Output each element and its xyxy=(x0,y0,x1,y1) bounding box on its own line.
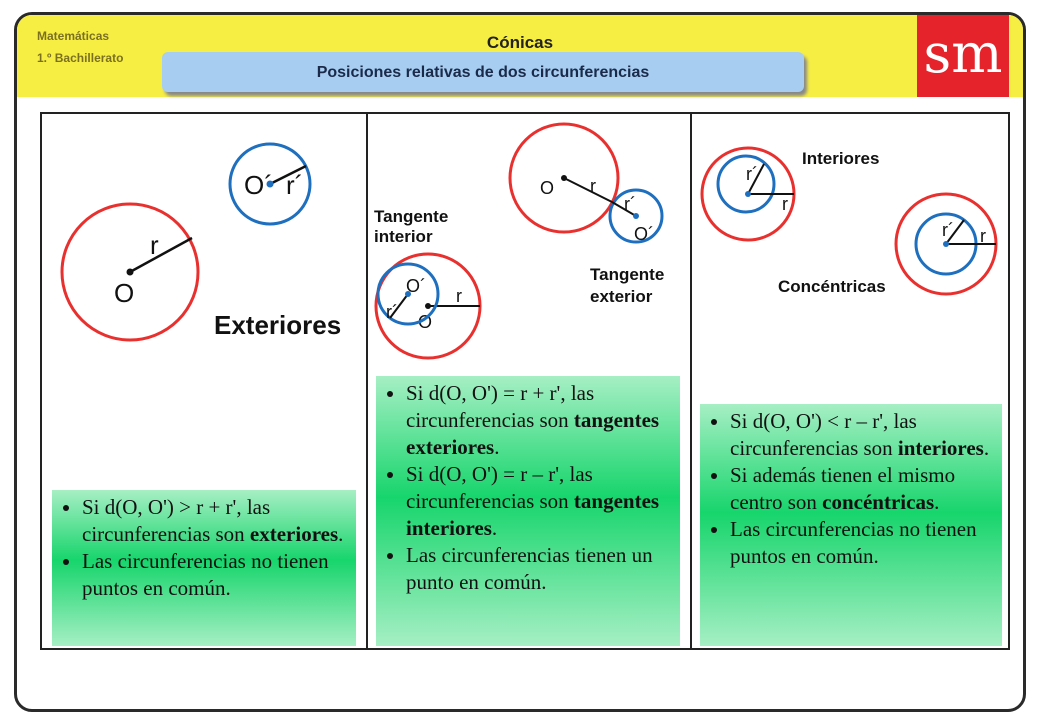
note-interiores: Si d(O, O') < r – r', las circunferencia… xyxy=(700,404,1002,646)
diagram-exteriores: O r O´ r´ Exteriores xyxy=(60,142,341,342)
radius-r-ext xyxy=(563,177,613,203)
subject-line2: 1.º Bachillerato xyxy=(37,51,124,65)
heading-tangente-interior-2: interior xyxy=(374,227,433,246)
circle-O-ext xyxy=(508,122,620,234)
label-r-interior: r xyxy=(782,194,788,214)
label-O2-int: O´ xyxy=(406,276,426,296)
heading-tangente-exterior-2: exterior xyxy=(590,287,653,306)
center-O2 xyxy=(266,180,274,188)
center-concentric xyxy=(943,241,949,247)
label-r: r xyxy=(150,230,159,260)
bullet-1: Si d(O, O') < r – r', las circunferencia… xyxy=(730,408,996,462)
bullet-3: Las circunferencias no tienen puntos en … xyxy=(730,516,996,570)
heading-tangente-exterior-1: Tangente xyxy=(590,265,664,284)
bullet-2: Si además tienen el mismo centro son con… xyxy=(730,462,996,516)
bullet-2: Si d(O, O') = r – r', las circunferencia… xyxy=(406,461,674,542)
bullet-1: Si d(O, O') > r + r', las circunferencia… xyxy=(82,494,350,548)
label-O: O xyxy=(114,278,134,308)
label-O2: O´ xyxy=(244,170,273,200)
circle-O2-interior xyxy=(716,154,776,214)
circle-O2-int xyxy=(376,262,440,326)
center-O-ext xyxy=(561,175,567,181)
bullet-3: Las circunferencias tienen un punto en c… xyxy=(406,542,674,596)
label-r2-int: r´ xyxy=(386,302,398,322)
heading-concentricas: Concéntricas xyxy=(778,277,886,296)
label-O2-ext: O´ xyxy=(634,224,654,244)
radius-r2-ext xyxy=(611,201,637,217)
center-O-int xyxy=(425,303,431,309)
radius-r2-int xyxy=(389,293,409,319)
label-r-concentric: r xyxy=(980,226,986,246)
page-title: Cónicas xyxy=(486,33,554,52)
circle-O2-ext xyxy=(608,188,664,244)
panel-exteriores: O r O´ r´ Exteriores Si d(O, O') > r + r… xyxy=(40,112,368,650)
sm-logo: sm xyxy=(917,15,1009,97)
subject-label: Matemáticas 1.º Bachillerato xyxy=(37,25,123,69)
panel-tangentes: O r r´ O´ Tangente exterior Tangente int… xyxy=(366,112,692,650)
heading-interiores: Interiores xyxy=(802,149,879,168)
center-O2-ext xyxy=(633,213,639,219)
radius-r xyxy=(129,236,193,274)
label-r2: r´ xyxy=(286,170,303,200)
circle-O2 xyxy=(228,142,312,226)
label-r-ext: r xyxy=(590,176,596,196)
label-r2-concentric: r´ xyxy=(942,220,954,240)
note-tangentes: Si d(O, O') = r + r', las circunferencia… xyxy=(376,376,680,646)
center-interior xyxy=(745,191,751,197)
label-r2-interior: r´ xyxy=(746,164,758,184)
center-O2-int xyxy=(405,291,411,297)
section-banner: Posiciones relativas de dos circunferenc… xyxy=(162,52,804,92)
bullet-2: Las circunferencias no tienen puntos en … xyxy=(82,548,350,602)
diagram-interiores: r´ r Interiores r´ r Concéntricas xyxy=(700,146,998,296)
label-O-ext: O xyxy=(540,178,554,198)
radius-r2 xyxy=(269,164,307,186)
diagram-tangentes: O r r´ O´ Tangente exterior Tangente int… xyxy=(374,122,664,360)
note-exteriores: Si d(O, O') > r + r', las circunferencia… xyxy=(52,490,356,646)
panel-interiores: r´ r Interiores r´ r Concéntricas Si d(O… xyxy=(690,112,1010,650)
subject-line1: Matemáticas xyxy=(37,29,110,43)
circle-O xyxy=(60,202,200,342)
bullet-1: Si d(O, O') = r + r', las circunferencia… xyxy=(406,380,674,461)
label-r-int: r xyxy=(456,286,462,306)
heading-tangente-interior-1: Tangente xyxy=(374,207,448,226)
label-r2-ext: r´ xyxy=(624,194,636,214)
radius-r2-interior xyxy=(747,163,765,195)
heading-exteriores: Exteriores xyxy=(214,310,341,340)
radius-r2-concentric xyxy=(945,219,965,245)
center-O xyxy=(126,268,134,276)
